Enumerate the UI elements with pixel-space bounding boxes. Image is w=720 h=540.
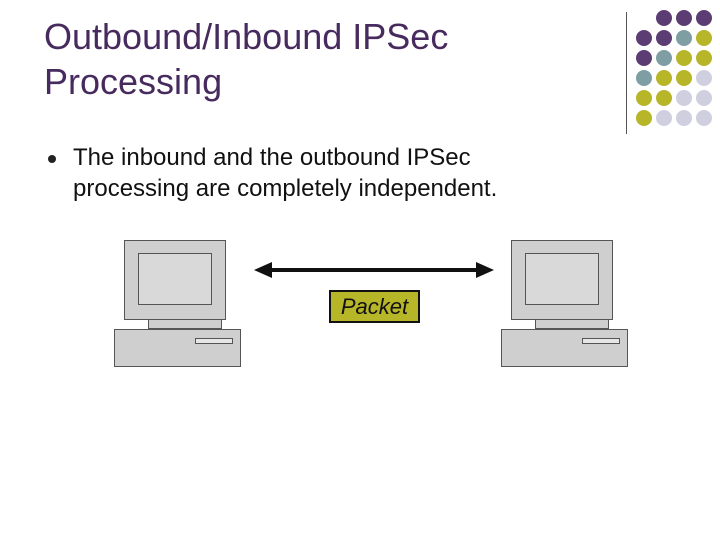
monitor <box>124 240 226 320</box>
decorative-dot <box>676 30 692 46</box>
bullet-line-2: processing are completely independent. <box>73 175 498 202</box>
decorative-dot <box>676 110 692 126</box>
decorative-dot <box>696 70 712 86</box>
packet-box: Packet <box>329 290 420 323</box>
title-divider <box>626 12 627 134</box>
decorative-dot <box>696 10 712 26</box>
slide-title: Outbound/Inbound IPSec Processing <box>44 14 604 104</box>
title-line-1: Outbound/Inbound IPSec <box>44 16 449 57</box>
decorative-dot <box>656 110 672 126</box>
decorative-dot <box>636 110 652 126</box>
left-computer-icon <box>114 240 244 370</box>
drive-slot <box>582 338 620 344</box>
decorative-dot <box>676 90 692 106</box>
decorative-dot <box>656 70 672 86</box>
right-computer-icon <box>501 240 631 370</box>
decorative-dot <box>676 70 692 86</box>
drive-slot <box>195 338 233 344</box>
double-arrow-icon <box>254 262 494 278</box>
decorative-dot <box>656 90 672 106</box>
screen <box>138 253 212 305</box>
computer-base <box>501 329 628 367</box>
decorative-dot <box>656 30 672 46</box>
decorative-dot <box>636 50 652 66</box>
screen <box>525 253 599 305</box>
decorative-dot <box>696 30 712 46</box>
decorative-dot <box>656 50 672 66</box>
decorative-dot <box>636 30 652 46</box>
decorative-dot <box>656 10 672 26</box>
decorative-dot-grid <box>636 10 712 126</box>
bullet-text: The inbound and the outbound IPSec proce… <box>73 142 633 204</box>
bullet-icon <box>48 155 56 163</box>
decorative-dot <box>636 90 652 106</box>
decorative-dot <box>696 90 712 106</box>
decorative-dot <box>696 50 712 66</box>
title-line-2: Processing <box>44 61 223 102</box>
computer-base <box>114 329 241 367</box>
decorative-dot <box>696 110 712 126</box>
decorative-dot <box>676 50 692 66</box>
decorative-dot <box>676 10 692 26</box>
monitor-stand <box>535 320 609 329</box>
packet-label: Packet <box>340 293 409 319</box>
monitor <box>511 240 613 320</box>
bullet-line-1: The inbound and the outbound IPSec <box>73 144 471 171</box>
monitor-stand <box>148 320 222 329</box>
decorative-dot <box>636 70 652 86</box>
